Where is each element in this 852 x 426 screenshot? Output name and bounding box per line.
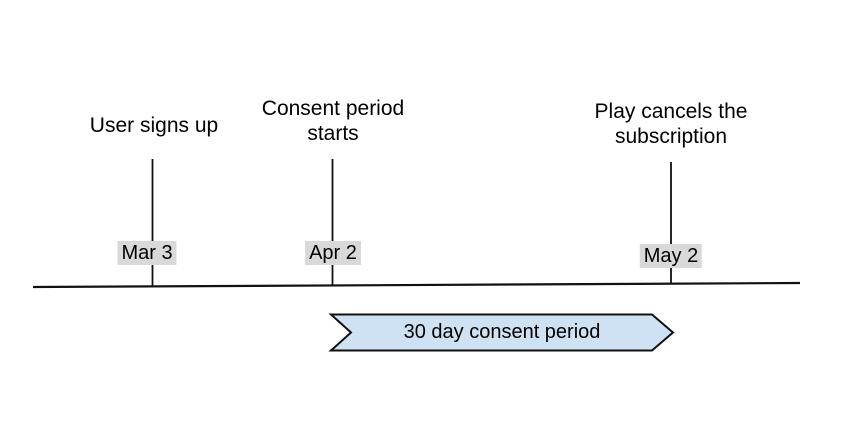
date-chip-may2: May 2 xyxy=(639,244,703,268)
event-label-signup: User signs up xyxy=(89,114,219,137)
event-label-cancel: Play cancels the subscription xyxy=(594,100,748,148)
timeline-axis-line xyxy=(32,281,801,289)
consent-period-banner-shape xyxy=(328,313,675,352)
date-chip-apr2: Apr 2 xyxy=(305,241,361,265)
consent-period-banner-label: 30 day consent period xyxy=(403,321,601,343)
date-chip-mar3: Mar 3 xyxy=(117,241,177,265)
event-label-consent-start: Consent period starts xyxy=(261,97,405,145)
